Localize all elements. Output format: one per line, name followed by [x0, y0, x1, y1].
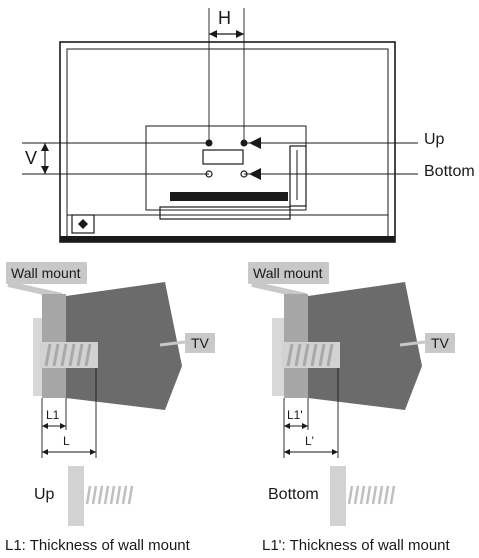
screw-thread-left	[44, 343, 92, 367]
caption-right: L1': Thickness of wall mount	[262, 537, 450, 554]
h-arrow-right	[236, 30, 244, 38]
v-label: V	[25, 148, 38, 168]
side-port-panel	[289, 145, 307, 207]
l1-arrow-a	[42, 423, 48, 429]
diamond-icon	[78, 219, 88, 229]
wall-mount-tag-right: Wall mount	[248, 262, 329, 284]
l-arrow-a	[42, 449, 48, 455]
screw-head-up	[68, 466, 84, 526]
bottom-label: Bottom	[424, 163, 475, 180]
up-label: Up	[424, 131, 445, 148]
tv-outer-frame	[59, 41, 396, 243]
lp-arrow-a	[284, 449, 290, 455]
screw-head-bottom	[330, 466, 346, 526]
caption-left: L1: Thickness of wall mount	[5, 537, 190, 554]
tv-body-left	[66, 282, 182, 410]
bottom-arrow	[249, 168, 261, 180]
up-arrow	[249, 137, 261, 149]
lp-label: L'	[305, 434, 314, 448]
tv-back-view	[22, 8, 418, 243]
l-label: L	[63, 434, 70, 448]
wall-right	[272, 318, 284, 396]
tv-tag-right: TV	[425, 333, 455, 353]
l1p-arrow-a	[284, 423, 290, 429]
v-arrow-bottom	[41, 166, 49, 174]
h-label: H	[218, 8, 231, 28]
screw-up-label: Up	[34, 486, 55, 503]
right-side-view	[251, 281, 426, 526]
screw-thread-right	[286, 343, 334, 367]
l1p-label: L1'	[287, 408, 303, 422]
tv-base-strip	[60, 236, 395, 242]
tv-body-right	[308, 282, 422, 410]
screw-icon-bottom	[347, 485, 396, 505]
l1-arrow-b	[60, 423, 66, 429]
tv-callout-right	[399, 340, 426, 347]
l1p-arrow-b	[302, 423, 308, 429]
h-arrow-left	[209, 30, 217, 38]
left-side-view	[7, 281, 186, 526]
screw-icon-up	[85, 485, 134, 505]
screw-bottom-label: Bottom	[268, 486, 319, 503]
v-arrow-top	[41, 143, 49, 151]
lp-arrow-b	[332, 449, 338, 455]
wall-mount-tag-left: Wall mount	[6, 262, 87, 284]
label-plate	[202, 149, 244, 165]
tv-callout-left	[159, 340, 186, 347]
power-button	[71, 214, 95, 234]
l1-label: L1	[46, 408, 60, 422]
tv-tag-left: TV	[185, 333, 215, 353]
stand-slot	[159, 206, 291, 220]
l-arrow-b	[90, 449, 96, 455]
vent-grille	[170, 192, 288, 201]
